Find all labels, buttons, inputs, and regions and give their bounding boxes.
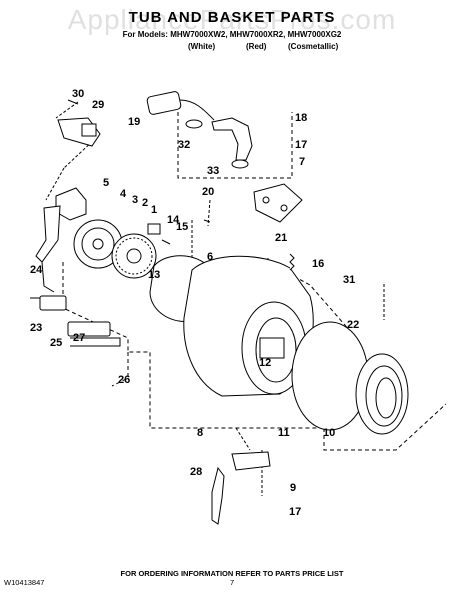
- callout-1: 1: [151, 204, 158, 216]
- hose-group-box: [177, 112, 293, 179]
- callout-31: 31: [343, 274, 356, 286]
- color-label-cosmetallic: (Cosmetallic): [288, 42, 339, 51]
- door-group-line: [323, 403, 447, 451]
- callout-17-bottom: 17: [289, 506, 302, 518]
- callout-25: 25: [50, 337, 63, 349]
- document-number: W10413847: [4, 578, 45, 587]
- page-number: 7: [230, 578, 235, 587]
- callout-15: 15: [176, 221, 189, 233]
- callout-20: 20: [202, 186, 215, 198]
- door-bellow: [355, 353, 409, 435]
- callout-19: 19: [128, 116, 141, 128]
- callout-16: 16: [312, 258, 325, 270]
- callout-6: 6: [207, 251, 214, 263]
- outer-tub: [183, 255, 314, 397]
- callout-18: 18: [295, 112, 308, 124]
- callout-3: 3: [132, 194, 139, 206]
- watermark: AppliancePartsPros.com: [67, 4, 397, 35]
- sensor-and-screws: [147, 219, 211, 245]
- callout-26: 26: [118, 374, 131, 386]
- heater-and-clips: [30, 295, 121, 347]
- drain-hose-assembly: [146, 91, 253, 169]
- callout-21: 21: [275, 232, 288, 244]
- callout-4: 4: [120, 188, 127, 200]
- callout-27: 27: [73, 332, 86, 344]
- color-label-white: (White): [188, 42, 216, 51]
- callout-30: 30: [72, 88, 85, 100]
- callout-33: 33: [207, 165, 220, 177]
- tub-ring: [291, 321, 369, 431]
- lower-group-line: [111, 352, 129, 387]
- callout-10: 10: [323, 427, 336, 439]
- vent-and-pump: [35, 187, 87, 293]
- counterweight: [253, 183, 303, 223]
- ordering-info: FOR ORDERING INFORMATION REFER TO PARTS …: [120, 569, 344, 578]
- callout-12: 12: [259, 357, 272, 369]
- callout-5: 5: [103, 177, 110, 189]
- callout-28: 28: [190, 466, 203, 478]
- callout-2: 2: [142, 197, 149, 209]
- leader-29b: [45, 167, 65, 201]
- inlet-assembly: [57, 99, 101, 147]
- suspension-parts: [211, 253, 295, 525]
- drive-motor-assembly: [73, 219, 157, 279]
- callout-29: 29: [92, 99, 105, 111]
- leader-28: [235, 427, 251, 451]
- callout-22: 22: [347, 319, 360, 331]
- color-label-red: (Red): [246, 42, 267, 51]
- callout-7: 7: [299, 156, 306, 168]
- models-line: For Models: MHW7000XW2, MHW7000XR2, MHW7…: [122, 30, 342, 39]
- page-title: TUB AND BASKET PARTS: [128, 9, 336, 26]
- callout-8: 8: [197, 427, 204, 439]
- leader-30: [55, 101, 79, 119]
- callout-9: 9: [290, 482, 297, 494]
- callout-17-top: 17: [295, 139, 308, 151]
- callout-14: 14: [167, 214, 180, 226]
- callout-11: 11: [278, 427, 290, 439]
- callout-13: 13: [148, 269, 161, 281]
- callout-32: 32: [178, 139, 191, 151]
- callout-24: 24: [30, 264, 43, 276]
- callout-23: 23: [30, 322, 43, 334]
